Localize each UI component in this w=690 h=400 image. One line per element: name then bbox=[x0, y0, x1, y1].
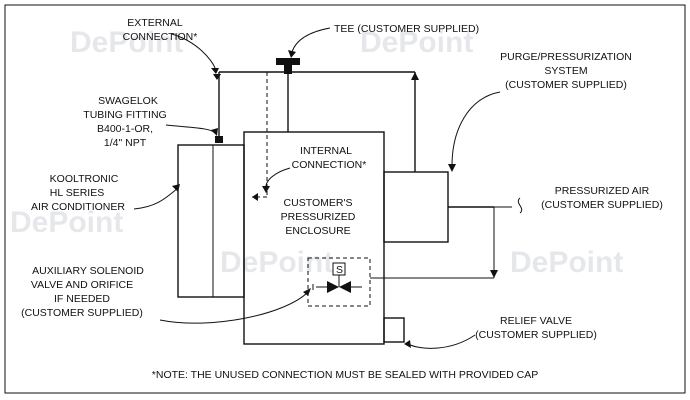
solenoid-line4: (CUSTOMER SUPPLIED) bbox=[21, 307, 143, 319]
diagram-frame bbox=[4, 4, 686, 394]
label-internal-connection: INTERNAL CONNECTION* bbox=[292, 145, 367, 171]
swagelok-line2: TUBING FITTING bbox=[83, 109, 166, 121]
label-tee: TEE (CUSTOMER SUPPLIED) bbox=[334, 23, 479, 35]
tee-fitting-icon bbox=[276, 58, 300, 74]
watermark-group: DePoint DePoint DePoint DePoint DePoint bbox=[10, 26, 623, 279]
swagelok-line4: 1/4" NPT bbox=[104, 137, 147, 149]
label-enclosure: CUSTOMER'S PRESSURIZED ENCLOSURE bbox=[281, 197, 356, 237]
relief-valve-line2: (CUSTOMER SUPPLIED) bbox=[475, 329, 597, 341]
kooltronic-line3: AIR CONDITIONER bbox=[31, 201, 125, 213]
swagelok-line3: B400-1-OR, bbox=[97, 123, 153, 135]
leader-lines bbox=[133, 27, 501, 349]
solenoid-line2: VALVE AND ORIFICE bbox=[31, 279, 133, 291]
watermark: DePoint bbox=[360, 26, 473, 59]
solenoid-line1: AUXILIARY SOLENOID bbox=[32, 265, 144, 277]
kooltronic-line1: KOOLTRONIC bbox=[50, 173, 119, 185]
enclosure-line2: PRESSURIZED bbox=[281, 211, 356, 223]
label-kooltronic: KOOLTRONIC HL SERIES AIR CONDITIONER bbox=[31, 173, 125, 213]
piping bbox=[218, 71, 512, 279]
pressurized-air-line1: PRESSURIZED AIR bbox=[555, 185, 650, 197]
watermark: DePoint bbox=[220, 246, 333, 279]
kooltronic-line2: HL SERIES bbox=[50, 187, 104, 199]
purge-system-line3: (CUSTOMER SUPPLIED) bbox=[505, 79, 627, 91]
watermark: DePoint bbox=[510, 246, 623, 279]
relief-valve-line1: RELIEF VALVE bbox=[500, 315, 572, 327]
label-swagelok: SWAGELOK TUBING FITTING B400-1-OR, 1/4" … bbox=[83, 95, 166, 149]
purge-system-line2: SYSTEM bbox=[544, 65, 587, 77]
label-relief-valve: RELIEF VALVE (CUSTOMER SUPPLIED) bbox=[475, 315, 597, 341]
solenoid-valve-icon: S bbox=[307, 257, 371, 307]
pressurized-air-line2: (CUSTOMER SUPPLIED) bbox=[541, 199, 663, 211]
swagelok-line1: SWAGELOK bbox=[98, 95, 158, 107]
internal-connection-line2: CONNECTION* bbox=[292, 159, 367, 171]
air-supply-break-icon bbox=[517, 197, 523, 214]
solenoid-line3: IF NEEDED bbox=[54, 293, 110, 305]
purge-system-line1: PURGE/PRESSURIZATION bbox=[500, 51, 632, 63]
enclosure-line1: CUSTOMER'S bbox=[284, 197, 353, 209]
external-connection-line2: CONNECTION* bbox=[123, 31, 198, 43]
purge-system-box bbox=[383, 171, 449, 243]
swagelok-fitting-icon bbox=[215, 136, 223, 143]
label-purge-system: PURGE/PRESSURIZATION SYSTEM (CUSTOMER SU… bbox=[500, 51, 632, 91]
external-connection-line1: EXTERNAL bbox=[127, 17, 183, 29]
label-external-connection: EXTERNAL CONNECTION* bbox=[123, 17, 198, 43]
relief-valve-box bbox=[383, 317, 405, 343]
label-pressurized-air: PRESSURIZED AIR (CUSTOMER SUPPLIED) bbox=[541, 185, 663, 211]
watermark: DePoint bbox=[10, 206, 123, 239]
enclosure-line3: ENCLOSURE bbox=[285, 225, 350, 237]
watermark: DePoint bbox=[70, 26, 183, 59]
internal-connection-line1: INTERNAL bbox=[300, 145, 352, 157]
label-solenoid: AUXILIARY SOLENOID VALVE AND ORIFICE IF … bbox=[21, 265, 144, 319]
pipe-arrows bbox=[213, 72, 498, 278]
solenoid-symbol-label: S bbox=[336, 264, 343, 276]
footnote: *NOTE: THE UNUSED CONNECTION MUST BE SEA… bbox=[152, 369, 538, 381]
